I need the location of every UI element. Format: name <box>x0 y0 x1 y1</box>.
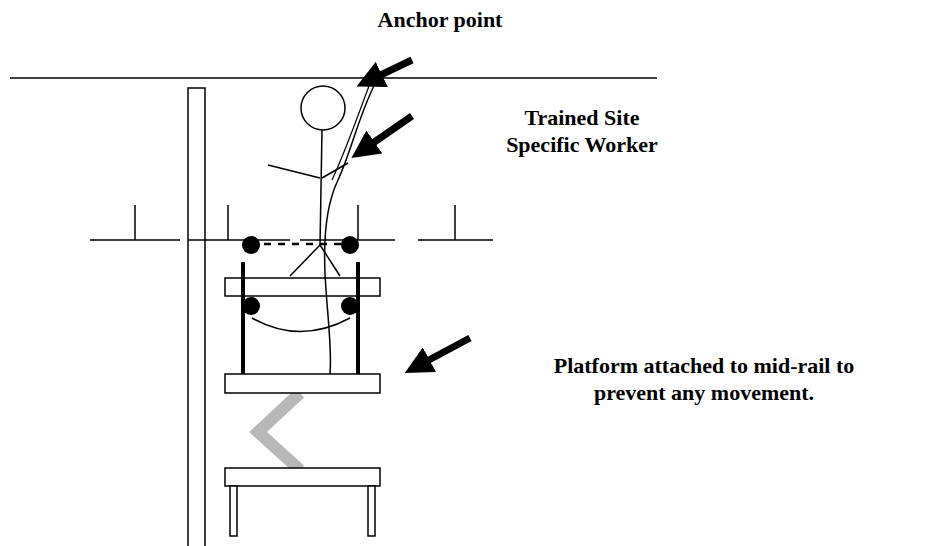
pointer-arrow <box>414 338 470 368</box>
ceiling-line <box>10 77 657 79</box>
worker-figure <box>268 86 348 276</box>
callout-label: Platform attached to mid-rail to prevent… <box>534 352 874 406</box>
post <box>188 88 205 546</box>
lanyard <box>325 78 379 374</box>
pointer-arrow <box>360 116 412 152</box>
rail <box>90 205 493 240</box>
pointer-arrow <box>366 60 412 82</box>
platform <box>225 236 380 393</box>
callout-label: Anchor point <box>330 6 550 33</box>
bench <box>225 468 380 536</box>
lanyard <box>332 78 372 180</box>
callout-label: Trained Site Specific Worker <box>487 104 677 158</box>
scissor-leg <box>258 393 300 470</box>
